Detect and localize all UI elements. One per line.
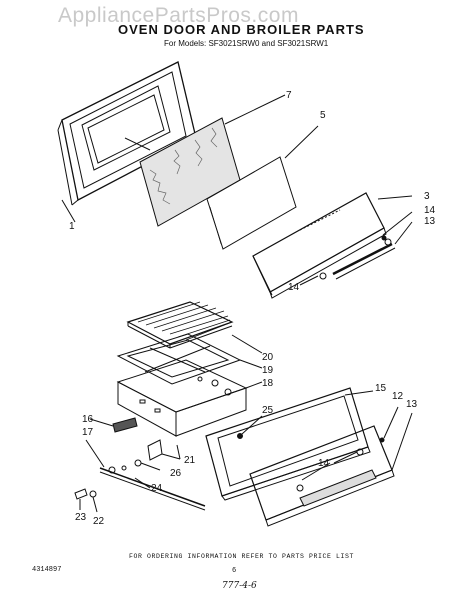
callout-20: 20 bbox=[262, 352, 274, 363]
broiler-door-panel bbox=[205, 387, 371, 501]
leader-line bbox=[245, 381, 263, 389]
broiler-door-inner bbox=[249, 425, 395, 527]
callout-3: 3 bbox=[424, 191, 430, 202]
callout-23: 23 bbox=[75, 512, 87, 523]
callout-14-door: 14 bbox=[288, 282, 300, 293]
leader-line bbox=[391, 412, 413, 471]
callout-labels: 1 7 5 3 14 13 14 20 19 18 25 15 12 13 16… bbox=[69, 90, 436, 527]
leader-line bbox=[382, 211, 413, 236]
callout-24: 24 bbox=[151, 483, 163, 494]
callout-13-broiler: 13 bbox=[406, 399, 418, 410]
inner-glass-panel bbox=[206, 156, 297, 250]
leader-line bbox=[176, 444, 181, 460]
leader-line bbox=[231, 334, 263, 354]
watermark: AppliancePartsPros.com bbox=[58, 4, 299, 27]
leader-line bbox=[239, 359, 263, 369]
leader-line bbox=[299, 275, 319, 286]
slide-rail bbox=[74, 439, 206, 513]
callout-15: 15 bbox=[375, 383, 387, 394]
callout-13: 13 bbox=[424, 216, 436, 227]
leader-line bbox=[284, 125, 319, 159]
leader-line bbox=[61, 199, 76, 223]
leader-line bbox=[333, 451, 358, 464]
broiler-grid bbox=[126, 301, 234, 349]
callout-25: 25 bbox=[262, 405, 274, 416]
page-title: OVEN DOOR AND BROILER PARTS bbox=[118, 22, 365, 37]
callout-1: 1 bbox=[69, 221, 75, 232]
leader-line bbox=[394, 221, 413, 245]
document-number: 4314897 bbox=[32, 566, 62, 574]
leader-line bbox=[344, 390, 374, 396]
callout-19: 19 bbox=[262, 365, 274, 376]
callout-5: 5 bbox=[320, 110, 326, 121]
leader-line bbox=[89, 418, 114, 427]
callout-12: 12 bbox=[392, 391, 404, 402]
callout-16: 16 bbox=[82, 414, 94, 425]
callout-26: 26 bbox=[170, 468, 182, 479]
hinge-bracket bbox=[134, 439, 181, 471]
leader-line bbox=[224, 94, 286, 125]
callout-17: 17 bbox=[82, 427, 94, 438]
callout-14: 14 bbox=[424, 205, 436, 216]
callout-7: 7 bbox=[286, 90, 292, 101]
broiler-drawer bbox=[116, 359, 248, 437]
callout-22: 22 bbox=[93, 516, 105, 527]
leader-line bbox=[301, 462, 331, 481]
callout-21: 21 bbox=[184, 455, 196, 466]
ordering-note: FOR ORDERING INFORMATION REFER TO PARTS … bbox=[129, 553, 355, 560]
drawer-slide-bracket bbox=[112, 417, 138, 433]
leader-line bbox=[377, 195, 413, 200]
outer-oven-door bbox=[252, 192, 396, 299]
leader-line bbox=[383, 406, 399, 439]
model-subtitle: For Models: SF3021SRW0 and SF3021SRW1 bbox=[164, 39, 329, 48]
handwritten-note: 777-4-6 bbox=[222, 581, 257, 591]
page-number: 6 bbox=[232, 567, 237, 575]
callout-14-broiler: 14 bbox=[318, 458, 330, 469]
callout-18: 18 bbox=[262, 378, 274, 389]
